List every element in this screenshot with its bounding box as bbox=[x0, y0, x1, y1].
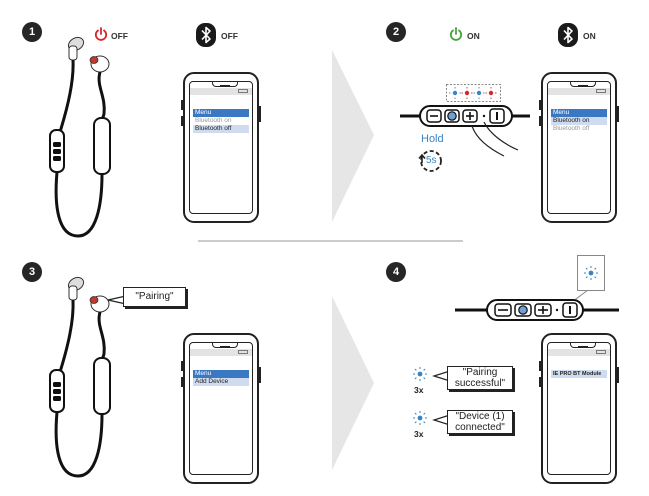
led-sequence-box bbox=[446, 84, 501, 102]
speech-bubble-pairing-successful: "Pairing successful" bbox=[447, 366, 513, 390]
step-number-2: 2 bbox=[386, 22, 406, 42]
device-list-item[interactable]: IE PRO BT Module bbox=[551, 370, 607, 378]
bubble-pointer bbox=[107, 295, 126, 305]
power-icon bbox=[94, 27, 108, 41]
led-blink-icon bbox=[584, 266, 598, 280]
earphones-illustration bbox=[49, 36, 111, 238]
step-arrow-top bbox=[332, 50, 374, 222]
menu-header: Menu bbox=[551, 109, 607, 117]
speech-bubble-pairing: "Pairing" bbox=[123, 287, 186, 307]
phone-screen-step-3: Menu Add Device bbox=[181, 333, 261, 484]
blink-count-label: 3x bbox=[414, 385, 424, 395]
hold-label: Hold bbox=[421, 133, 444, 145]
bluetooth-icon bbox=[196, 23, 216, 47]
step-number-3: 3 bbox=[22, 262, 42, 282]
bubble-line: "Device (1) bbox=[455, 411, 505, 422]
speech-bubble-device-connected: "Device (1) connected" bbox=[447, 410, 513, 434]
menu-header: Menu bbox=[193, 370, 249, 378]
step-arrow-bottom bbox=[332, 296, 374, 470]
phone-screen-step-4: IE PRO BT Module bbox=[539, 333, 619, 484]
led-blink-icon bbox=[449, 87, 461, 99]
bubble-pointer bbox=[432, 370, 450, 382]
step-number-1: 1 bbox=[22, 22, 42, 42]
led-blink-icon bbox=[413, 367, 427, 381]
power-status-label: OFF bbox=[111, 31, 128, 41]
menu-item-bluetooth-on[interactable]: Bluetooth on bbox=[551, 117, 607, 125]
led-blink-icon bbox=[485, 87, 497, 99]
bubble-line: connected" bbox=[455, 422, 505, 433]
blink-count-label: 3x bbox=[414, 429, 424, 439]
led-callout-box bbox=[577, 255, 605, 291]
circle-button-icon bbox=[447, 111, 457, 121]
power-status-label: ON bbox=[467, 31, 480, 41]
phone-screen-step-2: Menu Bluetooth on Bluetooth off bbox=[539, 72, 619, 223]
power-icon bbox=[449, 27, 463, 41]
menu-item-add-device[interactable]: Add Device bbox=[193, 378, 249, 386]
remote-control bbox=[455, 299, 619, 321]
bubble-pointer bbox=[432, 414, 450, 426]
earphones-illustration bbox=[49, 276, 111, 478]
bubble-line: "Pairing bbox=[462, 367, 498, 378]
remote-control bbox=[400, 105, 530, 157]
timer-icon bbox=[418, 150, 442, 172]
menu-item-bluetooth-off[interactable]: Bluetooth off bbox=[553, 125, 590, 132]
step-number-4: 4 bbox=[386, 262, 406, 282]
menu-item-bluetooth-on[interactable]: Bluetooth on bbox=[195, 117, 232, 124]
bluetooth-status-label: ON bbox=[583, 31, 596, 41]
bluetooth-status-label: OFF bbox=[221, 31, 238, 41]
bluetooth-icon bbox=[558, 23, 578, 47]
phone-screen-step-1: Menu Bluetooth on Bluetooth off bbox=[181, 72, 261, 223]
bubble-line: successful" bbox=[454, 378, 506, 389]
menu-header: Menu bbox=[193, 109, 249, 117]
led-blink-icon bbox=[461, 87, 473, 99]
led-blink-icon bbox=[413, 411, 427, 425]
hold-time-label: 5s bbox=[426, 155, 437, 166]
menu-item-bluetooth-off[interactable]: Bluetooth off bbox=[193, 125, 249, 133]
led-blink-icon bbox=[473, 87, 485, 99]
